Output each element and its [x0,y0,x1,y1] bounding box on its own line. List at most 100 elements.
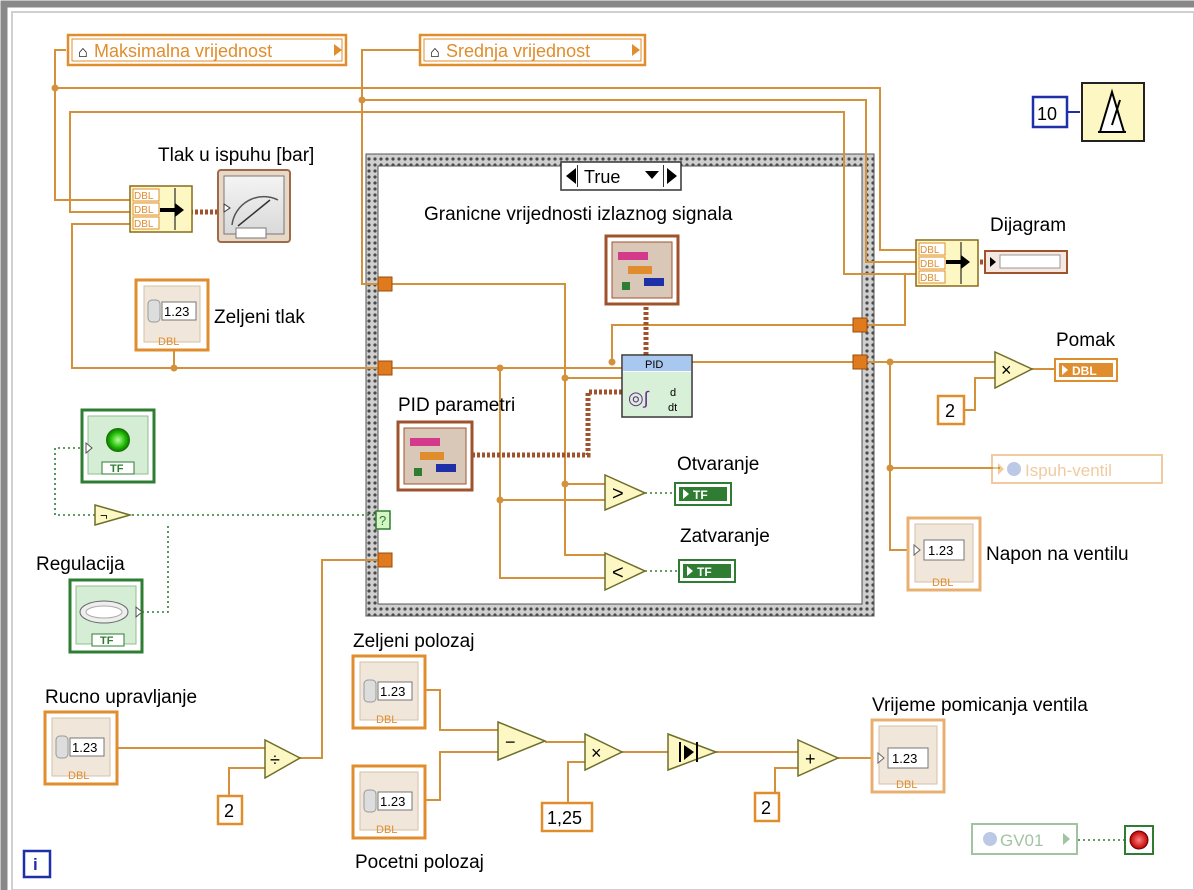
globe-icon [1007,462,1021,476]
svg-text:+: + [805,749,816,769]
svg-text:DBL: DBL [68,770,89,782]
indicator-pomak[interactable]: Pomak DBL [1054,330,1118,382]
case-next-arrow-icon[interactable] [667,168,677,184]
numeric-control-rucno[interactable]: Rucno upravljanje 1.23 DBL [43,687,197,786]
globe-icon [983,832,997,846]
svg-text:TF: TF [693,488,708,502]
numeric-indicator-vrijeme[interactable]: Vrijeme pomicanja ventila 1.23 DBL [870,695,1088,794]
numeric-control-pocetni-polozaj[interactable]: 1.23 DBL Pocetni polozaj [351,764,484,873]
multiply-node-pomak[interactable]: × [994,350,1034,390]
label-regulacija: Regulacija [36,554,125,575]
absolute-value-node[interactable] [667,732,719,772]
label-granicne: Granicne vrijednosti izlaznog signala [424,204,733,225]
case-prev-arrow-icon[interactable] [566,168,576,184]
cluster-wires [472,302,649,458]
bundle-node-dijagram[interactable]: Dijagram DBL DBL DBL [915,215,1066,287]
not-node[interactable]: ¬ [94,504,133,526]
gauge-indicator-tlak[interactable]: Tlak u ispuhu [bar] [158,145,314,243]
label-tlak: Tlak u ispuhu [bar] [158,145,314,166]
local-variable-maksimalna[interactable]: ⌂ Maksimalna vrijednost [66,33,348,67]
label-otvaranje: Otvaranje [677,454,759,475]
boolean-wires [54,447,1125,841]
integral-icon: ◎∫ [628,388,650,408]
label-pomak: Pomak [1056,330,1116,351]
constant-pomak[interactable]: 2 [936,394,966,426]
boolean-led-indicator[interactable]: TF [80,408,156,484]
svg-text:×: × [1001,360,1012,380]
label-zeljeni-polozaj: Zeljeni polozaj [353,631,474,652]
iteration-terminal[interactable]: i [22,849,52,879]
bundle-node-tlak[interactable]: DBL DBL DBL [129,185,193,233]
svg-text:×: × [591,743,602,763]
case-selector[interactable]: True [560,161,682,191]
svg-text:<: < [612,562,624,584]
home-icon: ⌂ [430,44,440,61]
constant-rucno[interactable]: 2 [216,794,244,826]
stop-icon [1129,830,1149,850]
multiply-node-polozaj[interactable]: × [584,732,624,772]
numeric-control-zeljeni-tlak[interactable]: 1.23 DBL Zeljeni tlak [134,278,305,352]
svg-text:DBL: DBL [134,219,154,230]
timer-constant[interactable]: 10 [1031,95,1069,129]
boolean-control-regulacija[interactable]: Regulacija TF [36,554,144,654]
stop-condition-terminal[interactable] [1124,825,1154,855]
global-gv01-label: GV01 [1000,831,1043,850]
add-node[interactable]: + [797,738,840,778]
svg-text:?: ? [379,513,386,528]
svg-text:TF: TF [110,463,124,475]
local-variable-srednja[interactable]: ⌂ Srednja vrijednost [418,33,647,67]
divide-node[interactable]: ÷ [264,738,302,780]
timer-value: 10 [1037,104,1057,124]
home-icon: ⌂ [78,44,88,61]
indicator-otvaranje[interactable]: Otvaranje TF [674,454,759,506]
svg-text:2: 2 [224,801,234,821]
svg-text:2: 2 [761,798,771,818]
svg-text:dt: dt [668,402,677,414]
svg-text:DBL: DBL [376,824,397,836]
svg-text:i: i [33,855,38,874]
label-dijagram: Dijagram [990,215,1066,236]
numeric-indicator-napon[interactable]: 1.23 DBL Napon na ventilu [906,516,1129,592]
indicator-zatvaranje[interactable]: Zatvaranje TF [678,526,770,583]
global-variable-gv01[interactable]: GV01 [971,823,1078,855]
constant-vrijeme[interactable]: 2 [753,791,781,823]
svg-text:DBL: DBL [932,577,953,589]
label-pocetni-polozaj: Pocetni polozaj [355,852,484,873]
chart-indicator-dijagram[interactable] [984,250,1068,274]
svg-text:2: 2 [945,401,955,421]
metronome-icon[interactable] [1081,82,1145,142]
subtract-node[interactable]: − [497,720,548,762]
global-variable-ispuh[interactable]: Ispuh-ventil [991,454,1163,484]
svg-text:1.23: 1.23 [72,740,97,755]
label-vrijeme: Vrijeme pomicanja ventila [872,695,1088,716]
constant-polozaj[interactable]: 1,25 [540,801,594,833]
svg-text:1,25: 1,25 [547,808,582,828]
greater-than-node[interactable]: > [604,473,647,512]
arrow-right-icon [334,44,342,56]
svg-text:TF: TF [100,635,114,647]
case-tunnels [377,276,868,568]
chevron-down-icon[interactable] [645,171,659,179]
svg-text:DBL: DBL [376,714,397,726]
less-than-node[interactable]: < [604,551,647,592]
svg-text:÷: ÷ [270,750,280,770]
label-rucno: Rucno upravljanje [45,687,197,708]
numeric-control-zeljeni-polozaj[interactable]: Zeljeni polozaj 1.23 DBL [351,631,474,730]
svg-text:1.23: 1.23 [380,794,405,809]
svg-text:DBL: DBL [896,779,917,791]
svg-text:DBL: DBL [158,336,179,348]
pid-vi[interactable]: PID ◎∫ d dt [621,354,693,418]
svg-text:DBL: DBL [920,245,940,256]
label-napon: Napon na ventilu [986,544,1129,565]
svg-text:1.23: 1.23 [892,751,917,766]
cluster-constant-pid-parametri[interactable]: PID parametri [396,395,515,492]
svg-text:DBL: DBL [134,205,154,216]
wire-junctions [51,84,894,504]
svg-text:DBL: DBL [920,273,940,284]
cluster-constant-granicne[interactable]: Granicne vrijednosti izlaznog signala [424,204,733,306]
svg-text:DBL: DBL [920,259,940,270]
case-selector-terminal[interactable]: ? [375,510,391,530]
svg-text:>: > [612,483,624,505]
